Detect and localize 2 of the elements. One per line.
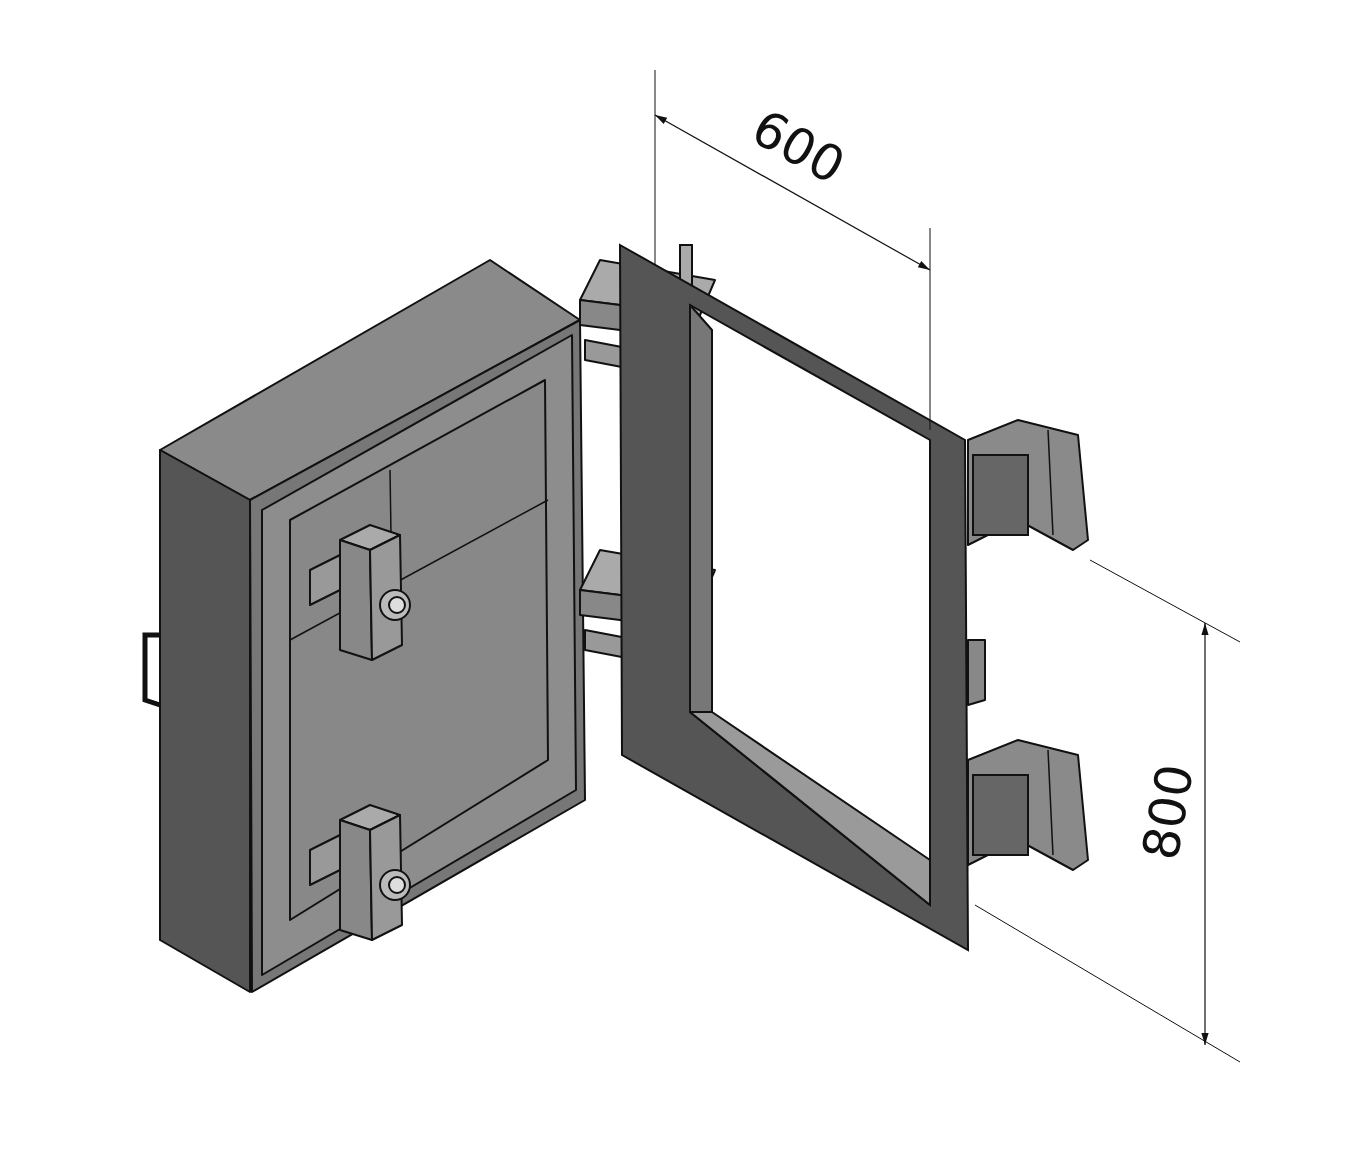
dimension-value: 600 (742, 98, 855, 196)
dimension-value: 800 (1131, 760, 1206, 865)
